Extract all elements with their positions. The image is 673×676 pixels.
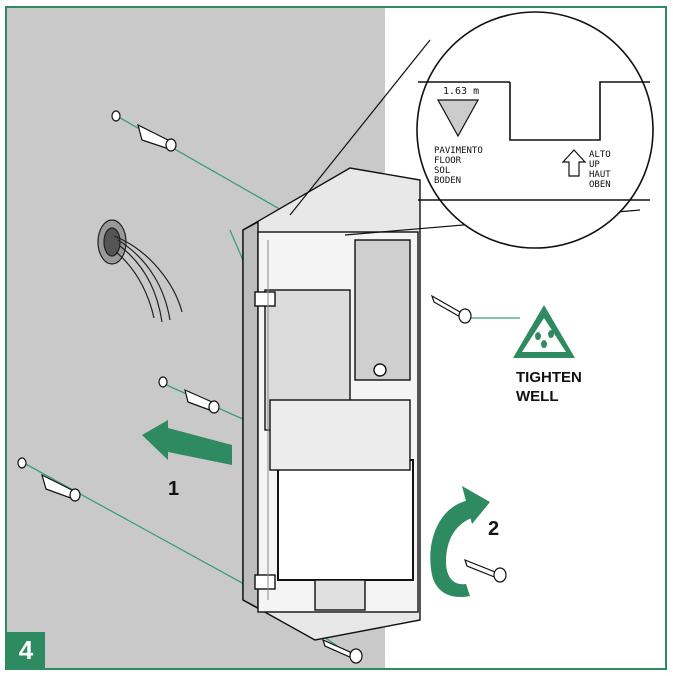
up-arrow-icon [561, 149, 587, 177]
floor-label: BODEN [434, 176, 462, 186]
up-labels: ALTO UP HAUT OBEN [589, 150, 611, 190]
up-label: HAUT [589, 170, 611, 180]
wall-plug-icon [158, 376, 220, 414]
callout-height-label: 1.63 m [443, 86, 480, 97]
up-label: OBEN [589, 180, 611, 190]
rotate-arrow-icon [430, 486, 490, 598]
floor-label: SOL [434, 166, 451, 176]
push-arrow-icon [142, 420, 232, 465]
tighten-warning-icon [513, 305, 575, 358]
diagram-frame [5, 6, 667, 670]
step-label-push: 1 [168, 478, 180, 500]
screw-icon [464, 558, 507, 583]
floor-label: PAVIMENTO [434, 146, 483, 156]
floor-labels: PAVIMENTO FLOOR SOL BODEN [434, 146, 483, 186]
tighten-label-line: WELL [516, 388, 559, 405]
cable-bundle-icon [97, 219, 183, 323]
floor-label: FLOOR [434, 156, 462, 166]
screw-icon [322, 638, 363, 664]
wall-plug-icon [17, 457, 81, 502]
step-number-badge: 4 [7, 632, 45, 668]
floor-triangle-icon [436, 99, 480, 138]
tighten-label-line: TIGHTEN [516, 369, 582, 386]
step-label-rotate: 2 [488, 518, 500, 540]
device-housing [242, 167, 421, 641]
wall-plug-icon [111, 110, 177, 152]
up-label: UP [589, 160, 600, 170]
up-label: ALTO [589, 150, 611, 160]
detail-callout [289, 11, 654, 249]
screw-icon [430, 294, 472, 324]
tighten-label: TIGHTEN WELL [516, 368, 582, 406]
